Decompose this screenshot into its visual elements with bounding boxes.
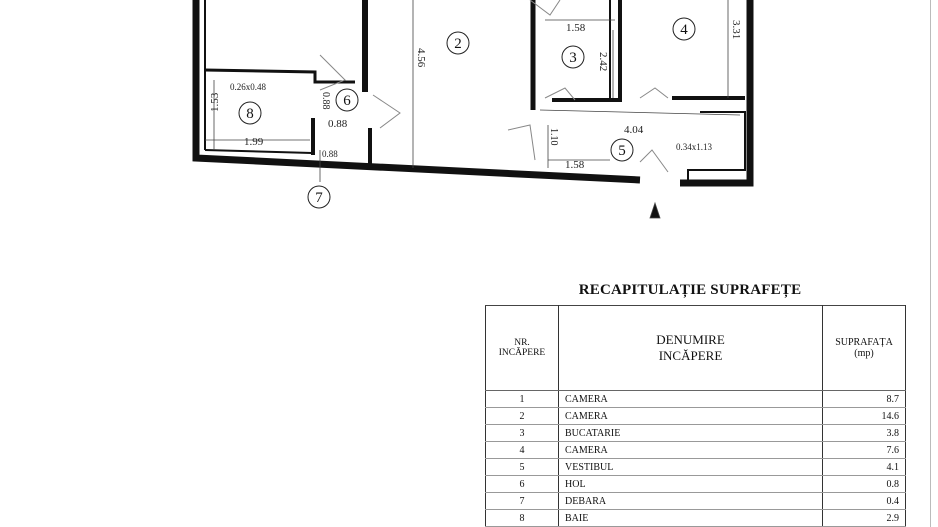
- cell-name: DEBARA: [558, 492, 823, 510]
- cell-area: 8.7: [822, 390, 906, 408]
- room-labels: 2 3 4 5 6 7 8: [238, 17, 696, 209]
- cell-name: CAMERA: [558, 390, 823, 408]
- cell-area: 3.8: [822, 424, 906, 442]
- svg-text:2.42: 2.42: [597, 52, 609, 71]
- cell-nr: 7: [485, 492, 559, 510]
- table-title: RECAPITULAȚIE SUPRAFEȚE: [578, 282, 802, 298]
- room-label-3: 3: [561, 45, 585, 69]
- cell-name: VESTIBUL: [558, 458, 823, 476]
- room-label-8: 8: [238, 101, 262, 125]
- svg-text:0.26x0.48: 0.26x0.48: [230, 82, 267, 92]
- svg-text:3.31: 3.31: [730, 20, 742, 39]
- svg-text:1.58: 1.58: [565, 159, 585, 171]
- svg-text:1.99: 1.99: [244, 136, 264, 148]
- svg-text:6: 6: [343, 93, 351, 109]
- svg-text:5: 5: [618, 143, 626, 159]
- svg-text:0.88: 0.88: [322, 149, 338, 159]
- svg-text:8: 8: [246, 106, 254, 122]
- cell-area: 14.6: [822, 407, 906, 425]
- room-label-7: 7: [307, 185, 331, 209]
- dimension-texts: 4.56 1.58 2.42 3.31 0.26x0.48 0.88 0.88 …: [209, 20, 742, 171]
- cell-nr: 3: [485, 424, 559, 442]
- svg-text:3: 3: [569, 50, 577, 66]
- svg-text:1.53: 1.53: [209, 92, 221, 112]
- cell-area: 0.8: [822, 475, 906, 493]
- room-label-5: 5: [610, 138, 634, 162]
- room-label-2: 2: [446, 31, 470, 55]
- dimension-lines: [205, 0, 741, 219]
- svg-text:1.58: 1.58: [566, 22, 586, 34]
- cell-name: CAMERA: [558, 407, 823, 425]
- cell-nr: 5: [485, 458, 559, 476]
- cell-nr: 1: [485, 390, 559, 408]
- svg-text:4.56: 4.56: [415, 48, 427, 68]
- page-edge-line: [930, 0, 931, 527]
- cell-name: BUCATARIE: [558, 424, 823, 442]
- svg-text:2: 2: [454, 36, 462, 52]
- cell-nr: 8: [485, 509, 559, 527]
- header-area: SUPRAFAȚA(mp): [822, 305, 906, 391]
- header-nr: NR.INCĂPERE: [485, 305, 559, 391]
- svg-text:4.04: 4.04: [624, 124, 644, 136]
- room-label-4: 4: [672, 17, 696, 41]
- room-label-6: 6: [335, 88, 359, 112]
- cell-nr: 4: [485, 441, 559, 459]
- svg-text:0.88: 0.88: [328, 118, 348, 130]
- cell-area: 0.4: [822, 492, 906, 510]
- svg-text:4: 4: [680, 22, 688, 38]
- cell-name: CAMERA: [558, 441, 823, 459]
- svg-text:0.34x1.13: 0.34x1.13: [676, 142, 713, 152]
- cell-area: 2.9: [822, 509, 906, 527]
- svg-text:0.88: 0.88: [320, 92, 331, 110]
- cell-name: HOL: [558, 475, 823, 493]
- doors: [319, 0, 669, 173]
- svg-text:1.10: 1.10: [548, 128, 559, 146]
- cell-nr: 2: [485, 407, 559, 425]
- walls: [192, 0, 754, 187]
- cell-area: 7.6: [822, 441, 906, 459]
- svg-text:7: 7: [315, 190, 323, 206]
- floor-plan: 2 3 4 5 6 7 8 4.56 1.58 2.42 3.31 0.26x0…: [192, 0, 754, 219]
- cell-area: 4.1: [822, 458, 906, 476]
- cell-name: BAIE: [558, 509, 823, 527]
- cell-nr: 6: [485, 475, 559, 493]
